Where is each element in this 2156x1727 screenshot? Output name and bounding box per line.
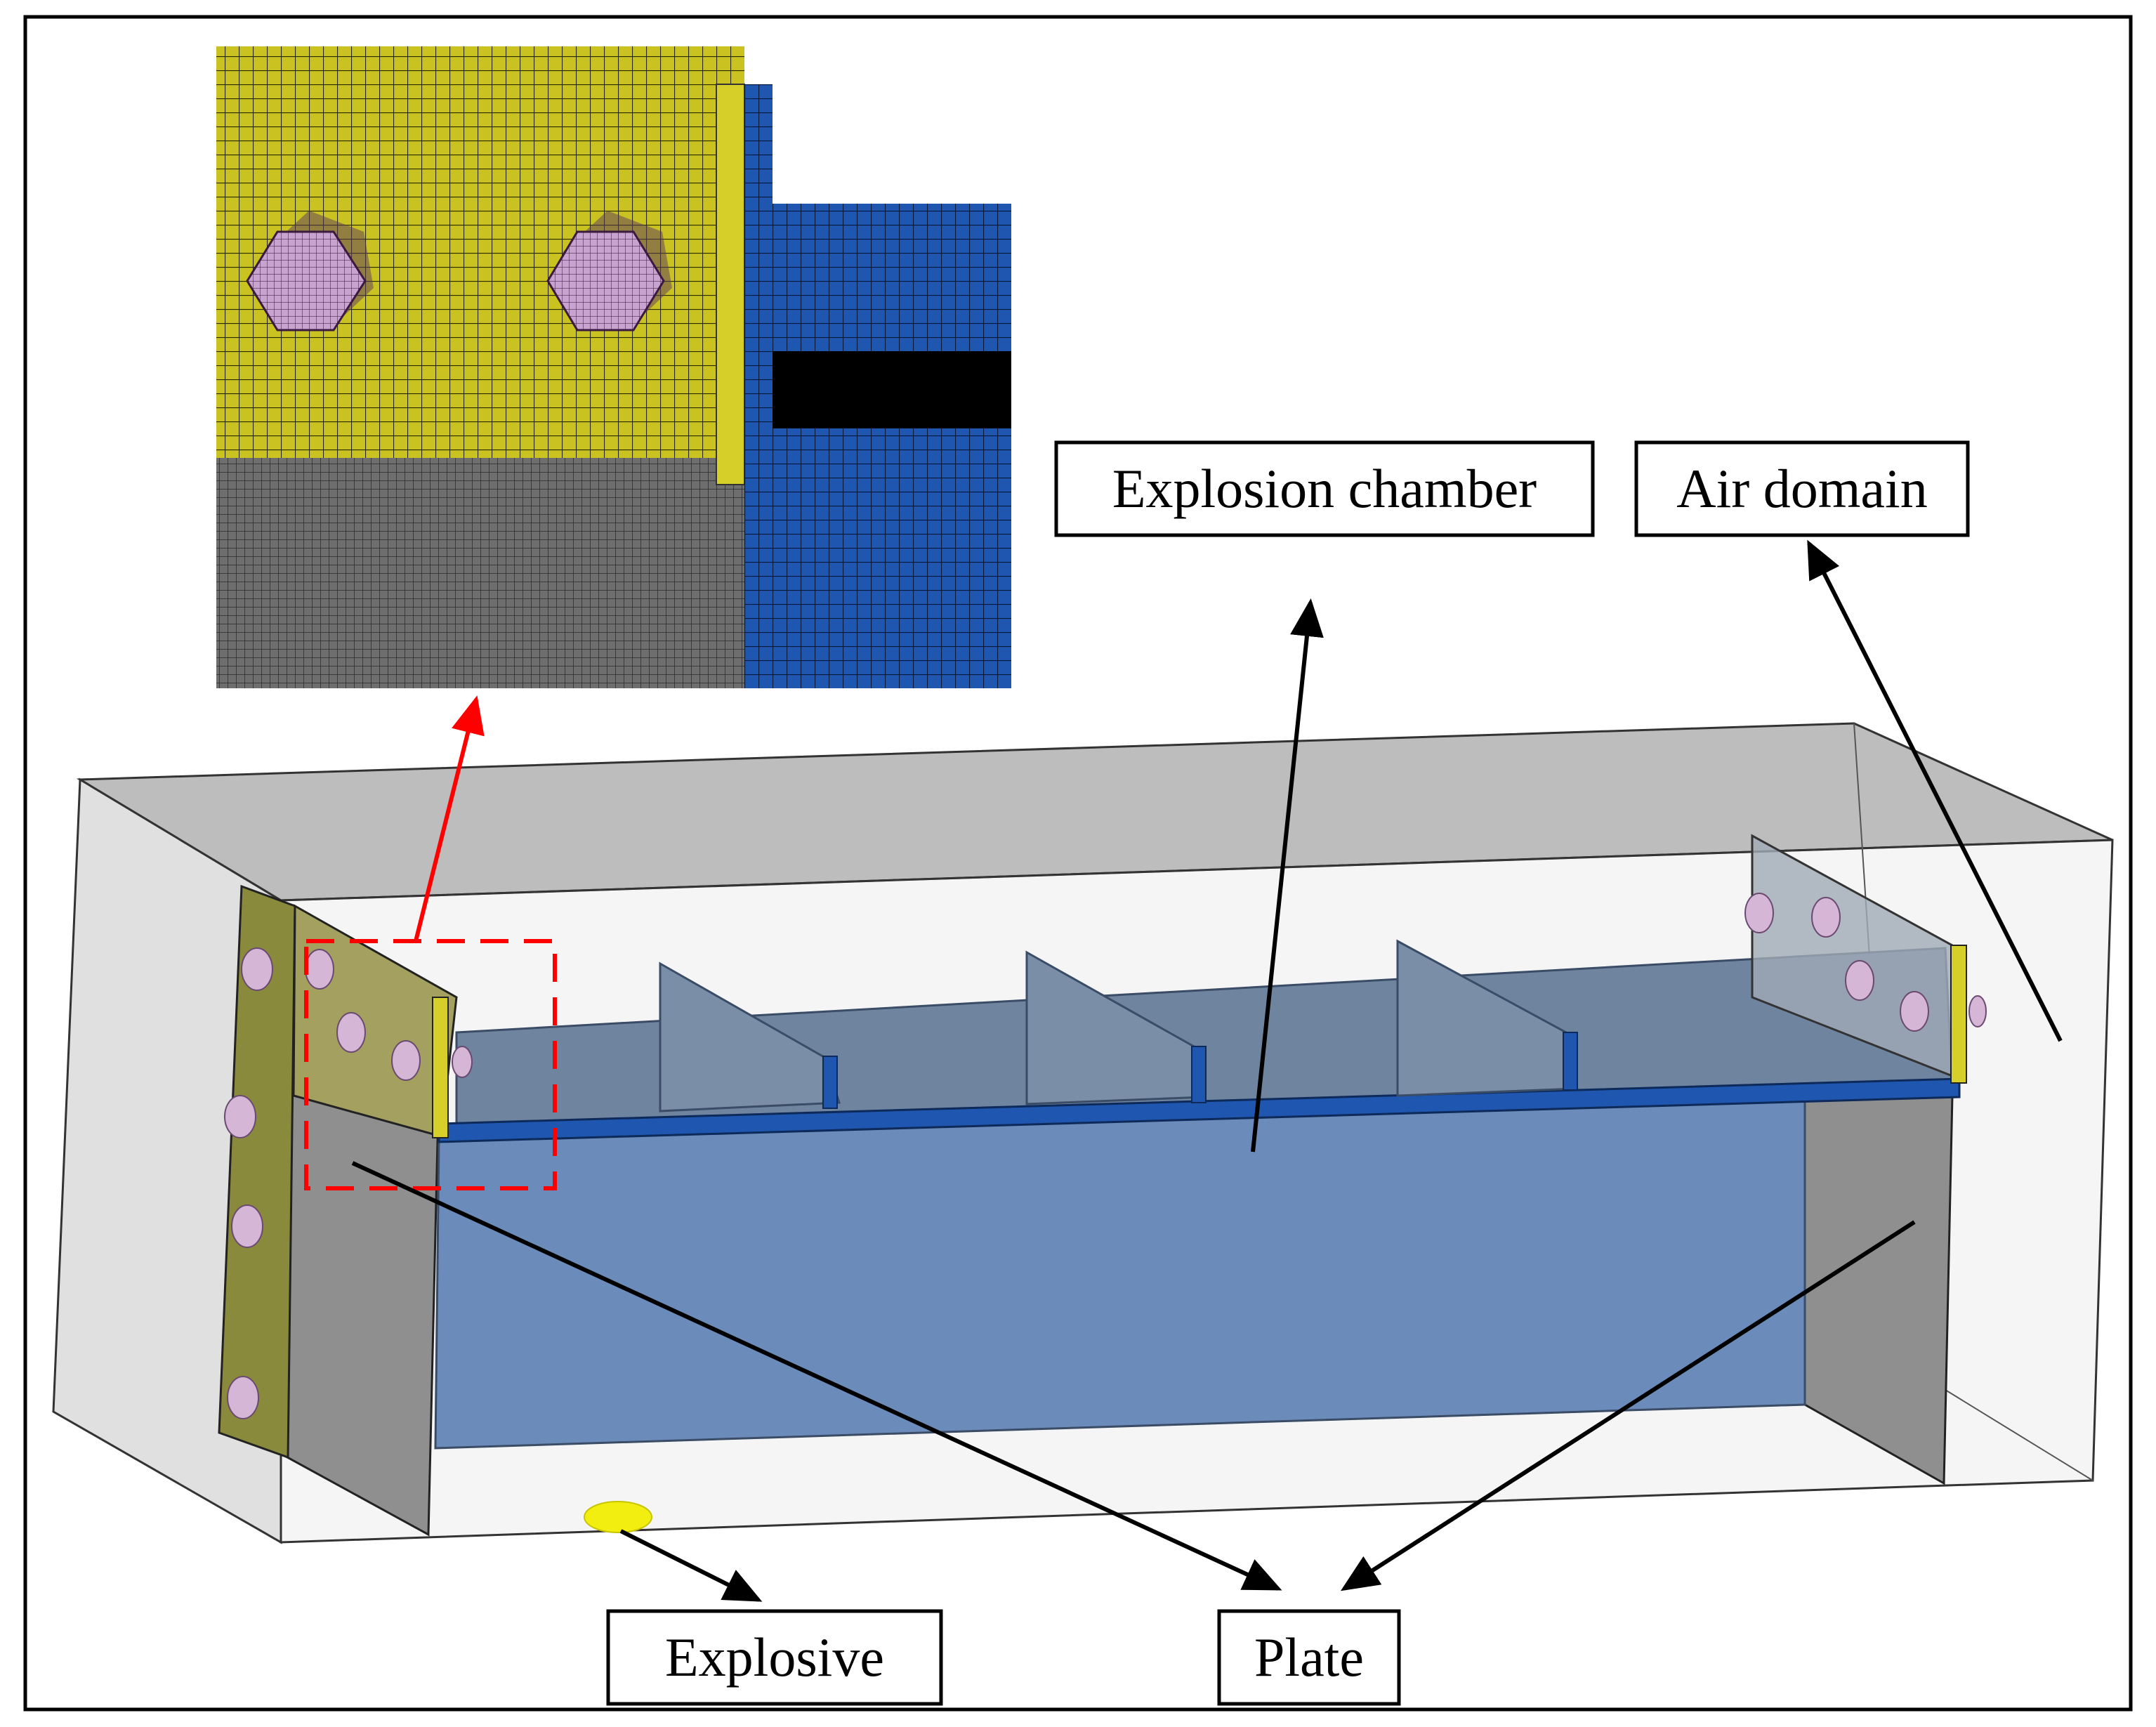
bolt-head-icon	[452, 1046, 473, 1078]
explosive-charge	[584, 1501, 652, 1533]
bolt-head-icon	[227, 1376, 259, 1419]
stiffener-web	[659, 961, 841, 1112]
bolt-head-icon	[1845, 960, 1874, 1001]
left-bolts	[224, 947, 473, 1419]
inset-blue-lower-mesh	[744, 428, 1011, 688]
label-explosive: Explosive	[606, 1609, 943, 1706]
arrow-air-domain	[1807, 539, 2063, 1042]
inset-blue-top	[744, 84, 773, 211]
inset-yellow-flange-edge	[716, 84, 745, 485]
bolt-head-icon	[1811, 897, 1841, 938]
bolt-head-icon	[336, 1012, 366, 1053]
bolt-head-icon	[391, 1040, 421, 1081]
arrow-plate-left	[351, 1161, 1282, 1591]
bolt-head-icon	[1968, 995, 1987, 1027]
bolt-head-icon	[1744, 893, 1774, 933]
label-explosive-text: Explosive	[665, 1627, 884, 1688]
label-plate: Plate	[1217, 1609, 1401, 1706]
bolt-head-icon	[305, 949, 334, 990]
bolt-head-icon	[241, 947, 273, 991]
bolt-head-icon	[224, 1095, 256, 1138]
label-explosion-chamber-text: Explosion chamber	[1112, 458, 1537, 519]
bolt-head-icon	[546, 230, 665, 331]
label-explosion-chamber: Explosion chamber	[1054, 440, 1595, 537]
chamber-blue-body	[434, 1096, 1806, 1450]
arrow-plate-right	[1340, 1220, 1916, 1591]
zoom-pointer-arrow	[414, 695, 485, 942]
inset-black-slot	[773, 351, 1011, 428]
mesh-detail-inset	[216, 46, 1011, 688]
label-air-domain: Air domain	[1634, 440, 1970, 537]
bolt-head-icon	[1900, 991, 1929, 1032]
left-flange-plate	[218, 884, 296, 1459]
arrow-explosion-chamber	[1251, 598, 1324, 1153]
arrow-explosive	[619, 1529, 763, 1602]
bolt-head-icon	[231, 1204, 263, 1248]
zoom-region-box	[304, 939, 557, 1190]
right-bolts	[1744, 893, 1987, 1032]
inset-blue-upper-mesh	[773, 204, 1011, 351]
bolt-head-icon	[246, 230, 367, 331]
label-plate-text: Plate	[1254, 1627, 1364, 1688]
label-air-domain-text: Air domain	[1676, 458, 1927, 519]
